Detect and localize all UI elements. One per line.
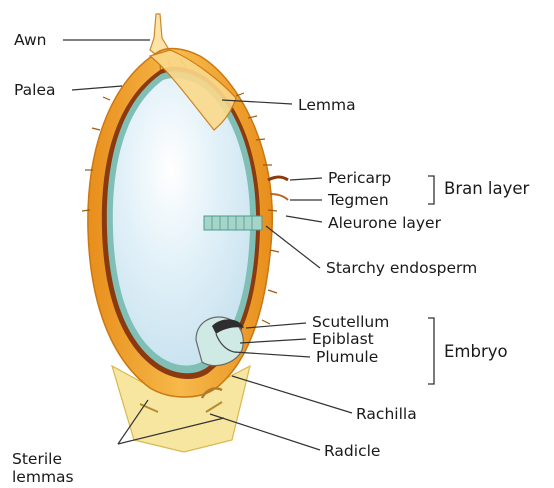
label-scutellum: Scutellum [312,313,389,331]
label-sterile: Sterile [12,450,62,468]
label-awn: Awn [14,31,46,49]
label-tegmen: Tegmen [328,191,389,209]
label-embryo: Embryo [444,343,508,361]
label-plumule: Plumule [316,348,378,366]
label-lemma: Lemma [298,96,356,114]
label-radicle: Radicle [324,442,380,460]
embryo-bracket [428,318,434,384]
aleurone-block [204,216,262,230]
label-bran-layer: Bran layer [444,180,529,198]
label-lemmas: lemmas [12,468,74,486]
bran-bracket [428,176,434,204]
label-rachilla: Rachilla [356,405,417,423]
pericarp-tip [268,177,288,180]
label-aleurone-layer: Aleurone layer [328,214,441,232]
label-pericarp: Pericarp [328,169,391,187]
tegmen-tip [270,194,288,200]
label-epiblast: Epiblast [312,330,374,348]
label-starchy-endosperm: Starchy endosperm [326,259,477,277]
label-palea: Palea [14,81,56,99]
